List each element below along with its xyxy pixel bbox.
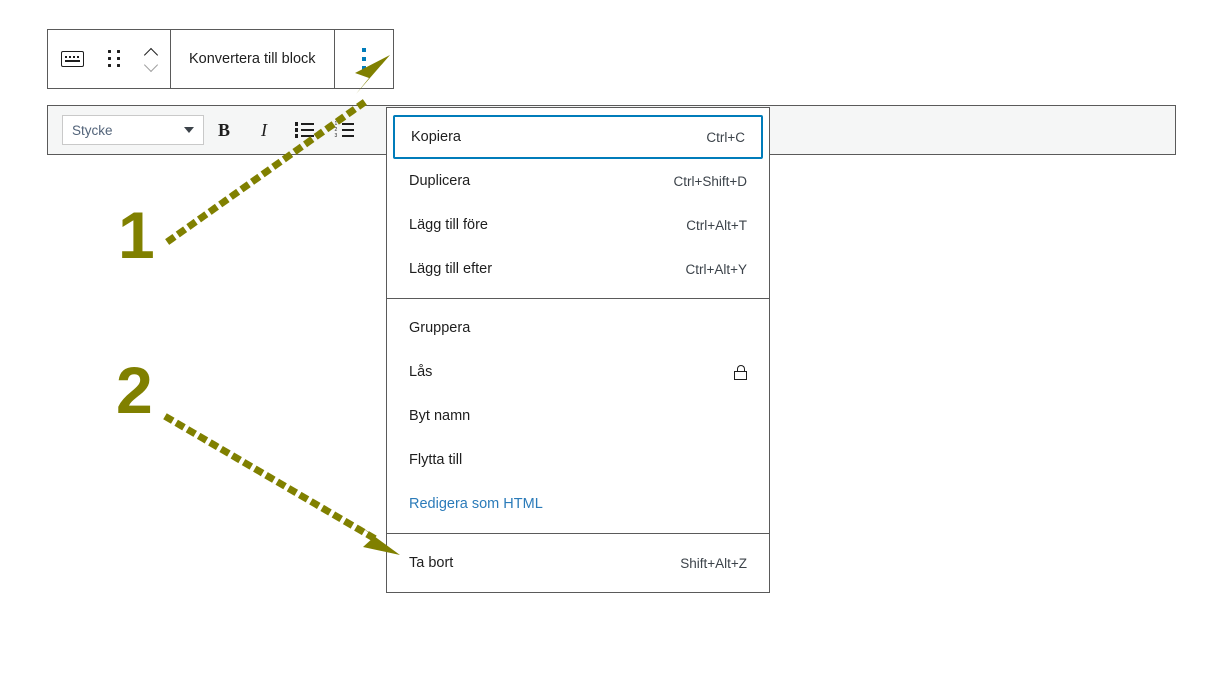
menu-item-label: Duplicera [409,173,471,189]
more-options-button[interactable] [335,30,393,88]
menu-item-l-s[interactable]: Lås [387,350,769,394]
toolbar-divider [170,30,171,88]
keyboard-icon [60,51,84,67]
menu-item-l-gg-till-f-re[interactable]: Lägg till före Ctrl+Alt+T [387,203,769,247]
menu-section: Kopiera Ctrl+C Duplicera Ctrl+Shift+D Lägg t… [387,108,769,298]
drag-handle-icon [107,50,121,68]
menu-item-label: Gruppera [409,320,471,336]
lock-icon [734,364,747,380]
annotation-arrow-2 [163,413,400,555]
block-type-button[interactable] [48,30,96,88]
numbered-list-button[interactable]: 1 2 3 [324,107,364,153]
menu-item-shortcut: Ctrl+C [706,129,745,145]
chevron-down-icon[interactable] [145,62,158,70]
menu-item-gruppera[interactable]: Gruppera [387,306,769,350]
block-toolbar-left-group [48,30,170,88]
bulleted-list-icon [294,122,314,138]
vertical-ellipsis-icon [361,48,366,70]
menu-section: Ta bort Shift+Alt+Z [387,533,769,592]
menu-item-redigera-som-html[interactable]: Redigera som HTML [387,482,769,526]
menu-item-label: Lägg till efter [409,261,493,277]
menu-item-shortcut: Ctrl+Alt+T [686,217,747,233]
annotation-number-2: 2 [116,353,153,427]
menu-item-byt-namn[interactable]: Byt namn [387,394,769,438]
menu-item-ta-bort[interactable]: Ta bort Shift+Alt+Z [387,541,769,585]
paragraph-type-value: Stycke [72,122,113,138]
menu-item-label: Ta bort [409,555,454,571]
block-toolbar: Konvertera till block [47,29,394,89]
menu-item-shortcut: Ctrl+Shift+D [673,173,747,189]
numbered-list-icon: 1 2 3 [335,121,354,138]
menu-item-label: Kopiera [411,129,461,145]
menu-item-kopiera[interactable]: Kopiera Ctrl+C [393,115,763,159]
menu-item-label: Flytta till [409,452,463,468]
menu-item-shortcut: Shift+Alt+Z [680,555,747,571]
annotation-number-1: 1 [118,198,155,272]
menu-item-l-gg-till-efter[interactable]: Lägg till efter Ctrl+Alt+Y [387,247,769,291]
block-options-menu: Kopiera Ctrl+C Duplicera Ctrl+Shift+D Lägg t… [386,107,770,593]
menu-item-label: Lås [409,364,433,380]
toolbar-divider [333,30,335,88]
caret-down-icon [184,127,194,133]
bold-button[interactable]: B [217,119,230,140]
menu-item-label: Redigera som HTML [409,496,543,512]
convert-to-block-button[interactable]: Konvertera till block [189,51,316,67]
block-movers[interactable] [132,30,170,88]
paragraph-type-select[interactable]: Stycke [62,115,204,145]
menu-item-flytta-till[interactable]: Flytta till [387,438,769,482]
bulleted-list-button[interactable] [284,107,324,153]
menu-item-duplicera[interactable]: Duplicera Ctrl+Shift+D [387,159,769,203]
menu-item-label: Byt namn [409,408,471,424]
italic-button[interactable]: I [261,119,267,140]
menu-item-shortcut: Ctrl+Alt+Y [685,261,747,277]
chevron-up-icon[interactable] [145,49,158,57]
drag-handle-button[interactable] [96,30,132,88]
menu-item-label: Lägg till före [409,217,488,233]
